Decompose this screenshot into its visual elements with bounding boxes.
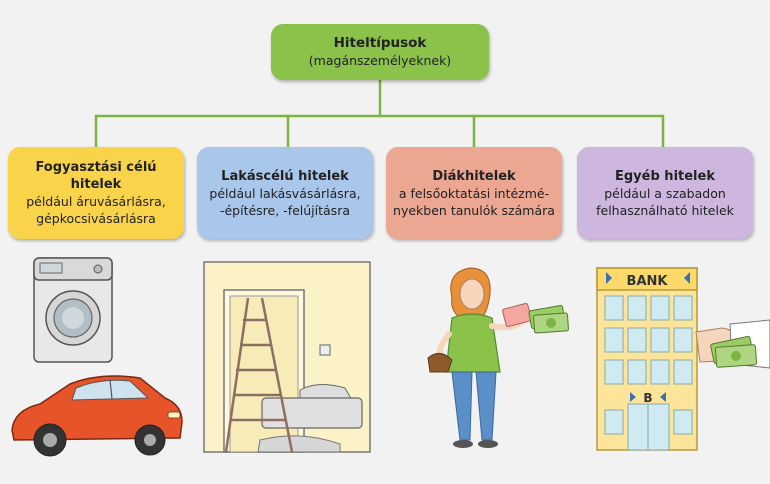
category-title: Egyéb hitelek	[615, 168, 715, 184]
student-girl-icon	[427, 267, 532, 448]
car-icon	[11, 375, 183, 457]
category-title: Diákhitelek	[432, 168, 516, 184]
category-description: például lakásvásárlásra, -építésre, -fel…	[209, 185, 361, 218]
root-title: Hiteltípusok	[333, 35, 427, 51]
bank-door-letter: B	[643, 391, 652, 405]
category-description: például a szabadon felhasználható hitele…	[596, 185, 734, 218]
category-title: Fogyasztási célú hitelek	[35, 160, 157, 192]
category-description: például áruvásárlásra, gépkocsivásárlásr…	[26, 194, 166, 226]
banknotes-icon	[528, 305, 569, 334]
root-subtitle: (magánszemélyeknek)	[308, 53, 452, 68]
category-housing-loans: Lakáscélú hitelek például lakásvásárlásr…	[197, 147, 373, 239]
bank-building-icon	[596, 267, 698, 451]
washing-machine-icon	[33, 257, 113, 363]
category-student-loans: Diákhitelek a felsőoktatási intézmé- nye…	[386, 147, 562, 239]
category-title: Lakáscélú hitelek	[221, 168, 349, 184]
hand-with-money-icon	[695, 319, 770, 369]
bank-sign-text: BANK	[627, 274, 669, 289]
category-consumer-loans: Fogyasztási célú hitelek például áruvásá…	[8, 147, 184, 239]
category-other-loans: Egyéb hitelek például a szabadon felhasz…	[577, 147, 753, 239]
category-description: a felsőoktatási intézmé- nyekben tanulók…	[393, 185, 555, 218]
root-node: Hiteltípusok (magánszemélyeknek)	[271, 24, 489, 80]
ladder-icon	[224, 297, 294, 453]
